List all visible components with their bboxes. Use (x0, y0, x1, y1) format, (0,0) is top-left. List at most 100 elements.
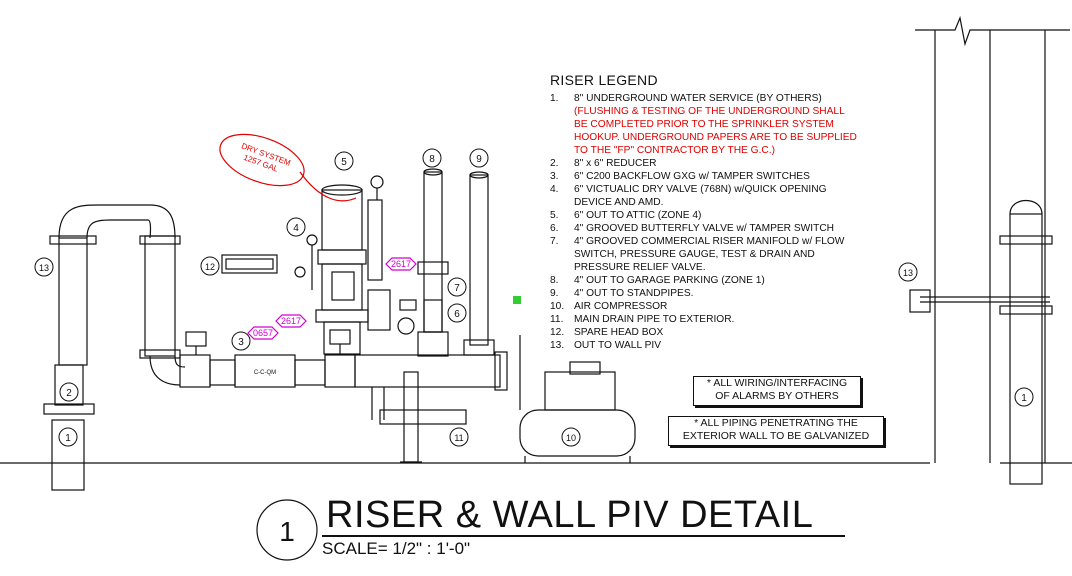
marker-7-label: 7 (454, 283, 460, 294)
piping-note-line-2: EXTERIOR WALL TO BE GALVANIZED (682, 430, 870, 442)
backflow-label: C-C-QM (254, 370, 276, 376)
tag-hex-b (275, 314, 307, 328)
legend-item-text: SWITCH, PRESSURE GAUGE, TEST & DRAIN AND (574, 249, 815, 260)
legend-item-10: 10. AIR COMPRESSOR (550, 300, 970, 313)
dry-system-callout-cloud (219, 133, 305, 187)
piping-note: * ALL PIPING PENETRATING THE EXTERIOR WA… (668, 416, 884, 446)
legend-item-4: 4.6" VICTUALIC DRY VALVE (768N) w/QUICK … (550, 183, 970, 196)
legend-item-5: 5.6" OUT TO ATTIC (ZONE 4) (550, 209, 970, 222)
legend-item-2: 2. 8" x 6" REDUCER (550, 157, 970, 170)
legend-item-text: 4" GROOVED COMMERCIAL RISER MANIFOLD w/ … (574, 236, 845, 247)
marker-11 (449, 427, 469, 447)
legend-item-text: AIR COMPRESSOR (574, 301, 668, 312)
legend-item-1-note: HOOKUP. UNDERGROUND PAPERS ARE TO BE SUP… (550, 131, 970, 144)
legend-item-number: 8. (550, 275, 559, 286)
legend-item-number (550, 261, 574, 274)
marker-13a-label: 13 (39, 263, 49, 273)
legend-item-text: DEVICE AND AMD. (574, 197, 664, 208)
marker-10-label: 10 (566, 433, 576, 443)
standpipe-8 (417, 168, 449, 357)
spare-head-box (221, 254, 278, 274)
underground-pipe-left (43, 204, 186, 491)
tag-c-label: 0657 (253, 328, 273, 338)
marker-13b-label: 13 (903, 268, 913, 278)
butterfly-valve (423, 299, 443, 333)
legend-item-number: 3. (550, 171, 559, 182)
tag-b-label: 2617 (281, 316, 301, 326)
marker-11-label: 11 (454, 433, 463, 443)
legend-item-11: 11. MAIN DRAIN PIPE TO EXTERIOR. (550, 313, 970, 326)
marker-6-label: 6 (454, 309, 460, 320)
marker-2-label: 2 (66, 388, 72, 399)
legend-item-text: 8" x 6" REDUCER (574, 158, 657, 169)
wiring-note-line-1: * ALL WIRING/INTERFACING (706, 377, 848, 389)
detail-title: RISER & WALL PIV DETAIL (326, 494, 814, 536)
legend-item-number (550, 131, 574, 144)
legend-item-13: 13.OUT TO WALL PIV (550, 339, 970, 352)
marker-8 (422, 148, 442, 168)
marker-3 (231, 331, 251, 351)
legend-item-number: 9. (550, 288, 559, 299)
legend-item-text: HOOKUP. UNDERGROUND PAPERS ARE TO BE SUP… (574, 132, 857, 143)
marker-7 (447, 277, 467, 297)
exterior-wall (915, 15, 1070, 463)
riser-legend: RISER LEGEND 1.8" UNDERGROUND WATER SERV… (550, 72, 970, 352)
legend-item-7: 7. 4" GROOVED COMMERCIAL RISER MANIFOLD w… (550, 235, 970, 248)
marker-5 (334, 151, 354, 171)
legend-item-text: SPARE HEAD BOX (574, 327, 664, 338)
legend-item-number: 1. (550, 93, 559, 104)
tag-a-label: 2617 (391, 259, 411, 269)
legend-item-3: 3. 6" C200 BACKFLOW GXG w/ TAMPER SWITCHE… (550, 170, 970, 183)
marker-10 (561, 427, 581, 447)
legend-item-number: 2. (550, 158, 559, 169)
marker-12-label: 12 (205, 262, 215, 272)
tag-hex-c (247, 326, 279, 340)
legend-item-number (550, 105, 574, 118)
marker-1b-label: 1 (1021, 393, 1027, 404)
title-number-circle (256, 499, 318, 561)
legend-item-7: SWITCH, PRESSURE GAUGE, TEST & DRAIN AND (550, 248, 970, 261)
legend-item-4: DEVICE AND AMD. (550, 196, 970, 209)
air-compressor (519, 335, 636, 463)
wiring-note-line-2: OF ALARMS BY OTHERS (715, 390, 839, 402)
marker-8-label: 8 (429, 154, 435, 165)
legend-item-number: 11. (550, 314, 564, 325)
marker-4 (286, 217, 306, 237)
legend-item-text: 6" OUT TO ATTIC (ZONE 4) (574, 210, 702, 221)
wiring-note: * ALL WIRING/INTERFACING OF ALARMS BY OT… (693, 376, 861, 406)
standpipe-9 (463, 171, 495, 356)
legend-item-number: 10. (550, 301, 565, 312)
legend-item-text: OUT TO WALL PIV (574, 340, 661, 351)
legend-item-text: 6" C200 BACKFLOW GXG w/ TAMPER SWITCHES (574, 171, 810, 182)
marker-13b (898, 262, 918, 282)
legend-item-7: PRESSURE RELIEF VALVE. (550, 261, 970, 274)
legend-item-text: 4" GROOVED BUTTERFLY VALVE w/ TAMPER SWI… (574, 223, 835, 234)
legend-item-9: 9. 4" OUT TO STANDPIPES. (550, 287, 970, 300)
legend-item-number: 4. (550, 184, 559, 195)
legend-item-1-note: TO THE "FP" CONTRACTOR BY THE G.C.) (550, 144, 970, 157)
marker-1-label: 1 (65, 433, 71, 444)
legend-item-number: 12. (550, 327, 565, 338)
legend-item-text: BE COMPLETED PRIOR TO THE SPRINKLER SYST… (574, 119, 834, 130)
legend-item-12: 12. SPARE HEAD BOX (550, 326, 970, 339)
legend-item-1: 1.8" UNDERGROUND WATER SERVICE (BY OTHER… (550, 92, 970, 105)
legend-item-text: 4" OUT TO STANDPIPES. (574, 288, 694, 299)
marker-9 (469, 148, 489, 168)
legend-item-text: MAIN DRAIN PIPE TO EXTERIOR. (574, 314, 735, 325)
marker-4-label: 4 (293, 223, 299, 234)
dry-valve-riser (294, 175, 417, 355)
marker-5-label: 5 (341, 157, 347, 168)
legend-list: 1.8" UNDERGROUND WATER SERVICE (BY OTHER… (550, 92, 970, 352)
detail-scale: SCALE= 1/2" : 1'-0" (322, 539, 471, 558)
manifold (354, 351, 508, 463)
backflow-assembly (179, 329, 356, 388)
marker-6 (447, 303, 467, 323)
legend-item-number (550, 248, 574, 261)
marker-3-label: 3 (238, 337, 244, 348)
legend-item-number: 7. (550, 236, 559, 247)
legend-item-1-note: (FLUSHING & TESTING OF THE UNDERGROUND S… (550, 105, 970, 118)
tag-hex-a (385, 257, 417, 271)
marker-13a (34, 257, 54, 277)
marker-1 (58, 427, 78, 447)
